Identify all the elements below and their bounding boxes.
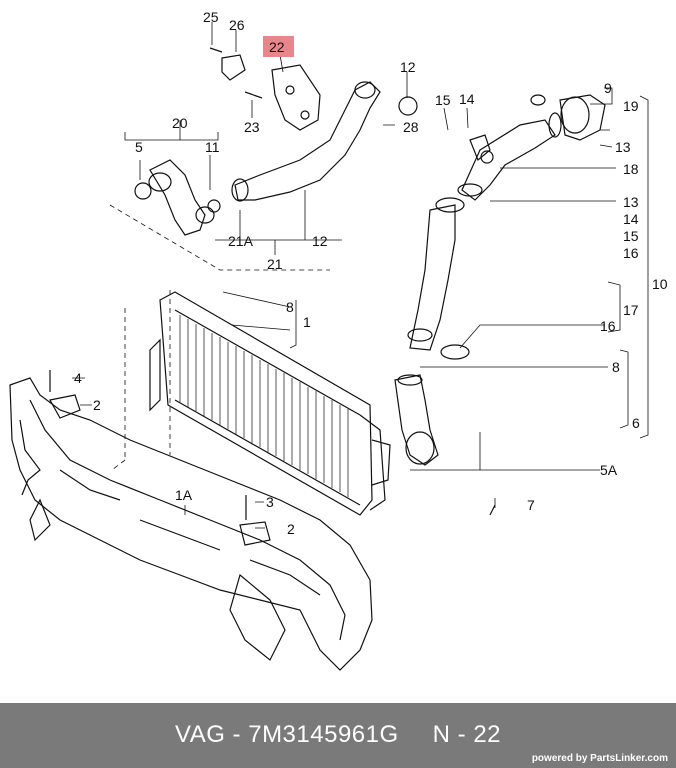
exploded-parts-diagram: 22 25 26 23 12 28 15 14 9 19 13 18 13 14… xyxy=(9,9,668,671)
callout-8: 8 xyxy=(286,299,294,315)
brand-part-number: VAG - 7M3145961G xyxy=(174,721,399,748)
part-reference: VAG - 7M3145961G N - 22 xyxy=(0,721,676,749)
callout-26: 26 xyxy=(229,17,245,33)
callout-14: 14 xyxy=(623,211,639,227)
callout-1A: 1A xyxy=(175,487,193,503)
callout-22: 22 xyxy=(269,39,285,55)
callout-19: 19 xyxy=(623,98,639,114)
callout-12-top: 12 xyxy=(400,59,416,75)
charge-pipe-right xyxy=(461,119,556,201)
callout-8-right: 8 xyxy=(612,359,620,375)
callout-labels: 22 25 26 23 12 28 15 14 9 19 13 18 13 14… xyxy=(74,9,668,537)
lower-pipe xyxy=(394,374,439,466)
callout-9: 9 xyxy=(604,80,612,96)
part-footer-bar: VAG - 7M3145961G N - 22 powered by PartsL… xyxy=(0,703,676,768)
callout-2: 2 xyxy=(93,397,101,413)
callout-21A: 21A xyxy=(228,233,254,249)
callout-16: 16 xyxy=(600,318,616,334)
callout-10: 10 xyxy=(652,276,668,292)
callout-23: 23 xyxy=(244,119,260,135)
charge-pipe-upper xyxy=(234,81,381,201)
callout-25: 25 xyxy=(203,9,219,25)
callout-14-top: 14 xyxy=(459,91,475,107)
callout-18: 18 xyxy=(623,161,639,177)
callout-12: 12 xyxy=(312,233,328,249)
mount-upper xyxy=(49,394,81,419)
callout-4: 4 xyxy=(74,370,82,386)
callout-1: 1 xyxy=(303,314,311,330)
bumper-carrier xyxy=(9,377,373,671)
callout-2-lower: 2 xyxy=(287,521,295,537)
callout-7: 7 xyxy=(527,497,535,513)
callout-6: 6 xyxy=(632,415,640,431)
powered-by-credit: powered by PartsLinker.com xyxy=(531,753,668,764)
callout-16-right: 16 xyxy=(623,245,639,261)
callout-13-top: 13 xyxy=(615,139,631,155)
bracket-part-22 xyxy=(271,64,321,131)
callout-15: 15 xyxy=(435,92,451,108)
callout-3: 3 xyxy=(266,494,274,510)
diagram-position: N - 22 xyxy=(432,721,502,748)
callout-28: 28 xyxy=(403,119,419,135)
intercooler-core xyxy=(159,291,373,516)
callout-20: 20 xyxy=(172,115,188,131)
callout-11: 11 xyxy=(205,139,220,155)
charge-hose-vertical xyxy=(409,204,456,351)
callout-5A: 5A xyxy=(600,462,618,478)
callout-22-highlight xyxy=(263,36,294,57)
callout-13: 13 xyxy=(623,194,639,210)
callout-21: 21 xyxy=(267,256,283,272)
callout-17: 17 xyxy=(623,302,639,318)
callout-5: 5 xyxy=(135,139,143,155)
mount-lower xyxy=(239,521,271,546)
callout-15-right: 15 xyxy=(623,228,639,244)
hose-left xyxy=(149,159,206,236)
